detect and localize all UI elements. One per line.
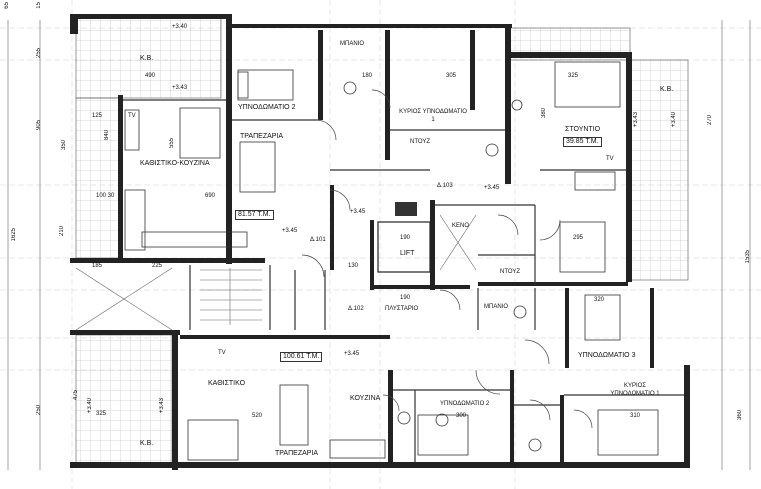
dim-270: 270: [707, 115, 713, 126]
room-label-living-kitchen-top: ΚΑΘΙΣΤΙΚΟ-ΚΟΥΖΙΝΑ: [140, 160, 210, 167]
room-label-laundry: ΠΛΥΣΤΑΡΙΟ: [385, 306, 419, 312]
dim-310: 310: [630, 413, 641, 419]
level-marker-345-d: +3.45: [344, 351, 360, 357]
balcony-bottom-left: [75, 334, 173, 464]
dim-225: 225: [152, 263, 163, 269]
dim-top-5: 350: [61, 140, 67, 151]
level-marker-340-top: +3.40: [172, 24, 188, 30]
level-marker-345-c: +3.45: [484, 185, 500, 191]
room-label-dining-top: ΤΡΑΠΕΖΑΡΙΑ: [240, 133, 284, 140]
dim-130: 130: [348, 263, 359, 269]
room-label-master-bedroom1-top: ΚΥΡΙΟΣ ΥΠΝΟΔΩΜΑΤΙΟ 1: [399, 109, 467, 123]
room-label-kb-top-left: K.B.: [140, 55, 154, 62]
level-marker-343-left: +3.43: [159, 398, 165, 414]
dim-380: 380: [541, 108, 547, 119]
dim-325-bottom: 325: [96, 411, 107, 417]
dim-555: 555: [169, 138, 175, 149]
dim-325-top: 325: [568, 73, 579, 79]
dim-210: 210: [59, 226, 65, 237]
room-label-living-bottom: ΚΑΘΙΣΤΙΚΟ: [208, 380, 246, 387]
level-marker-345-a: +3.45: [282, 228, 298, 234]
dim-top-2: 255: [36, 48, 42, 59]
room-label-bathroom-mid: ΜΠΑΝΙΟ: [484, 304, 508, 310]
dim-top-4: 905: [36, 120, 42, 131]
tv-marker-studio: TV: [606, 156, 614, 162]
room-label-kitchen-bottom: ΚΟΥΖΙΝΑ: [350, 395, 381, 402]
dim-690: 690: [205, 193, 216, 199]
dim-490: 490: [145, 73, 156, 79]
room-label-dining-bottom: ΤΡΑΠΕΖΑΡΙΑ: [275, 450, 319, 457]
room-label-studio: ΣΤΟΥΝΤΙΟ: [565, 126, 601, 133]
marker-d103: Δ.103: [437, 183, 453, 189]
room-label-master-bedroom1-bottom: ΚΥΡΙΟΣ ΥΠΝΟΔΩΜΑΤΙΟ 1: [610, 383, 660, 397]
level-marker-343-right: +3.43: [633, 112, 639, 128]
room-label-bedroom2-top: ΥΠΝΟΔΩΜΑΤΙΟ 2: [238, 104, 296, 111]
dim-top-0: 65: [4, 2, 10, 9]
area-bottom-apartment: 100.61 T.M.: [280, 352, 323, 362]
level-marker-340-right: +3.40: [671, 112, 677, 128]
dim-315: 320: [594, 297, 605, 303]
level-marker-343-top: +3.43: [172, 85, 188, 91]
dim-180: 180: [362, 73, 373, 79]
room-label-lift: LIFT: [400, 250, 415, 257]
dim-295: 295: [573, 235, 584, 241]
dim-475: 475: [73, 390, 79, 401]
marker-d101: Δ.101: [310, 237, 326, 243]
area-studio: 39.85 T.M.: [563, 137, 602, 147]
dim-125: 125: [92, 113, 103, 119]
room-label-kb-right: K.B.: [660, 86, 674, 93]
dim-190-a: 190: [400, 235, 411, 241]
room-label-void: KENO: [452, 223, 470, 229]
dim-305: 305: [446, 73, 457, 79]
room-label-shower-mid: ΝΤΟΥΖ: [500, 269, 521, 275]
dim-840: 840: [104, 130, 110, 141]
room-label-kb-bottom-left: K.B.: [140, 440, 154, 447]
room-label-bathroom-top: ΜΠΑΝΙΟ: [340, 41, 364, 47]
dim-top-1: 15: [36, 2, 42, 9]
dim-520: 520: [252, 413, 263, 419]
level-marker-340-left: +3.40: [87, 398, 93, 414]
dim-190-b: 190: [400, 295, 411, 301]
dim-185: 185: [92, 263, 103, 269]
room-label-bedroom3: ΥΠΝΟΔΩΜΑΤΙΟ 3: [578, 352, 636, 359]
balcony-top-left: [75, 17, 222, 99]
marker-d102: Δ.102: [348, 306, 364, 312]
dim-100-30: 100 30: [96, 193, 115, 199]
dim-300: 300: [456, 413, 467, 419]
tv-marker-top: TV: [128, 113, 136, 119]
tv-marker-bottom: TV: [218, 350, 226, 356]
room-label-shower-top: ΝΤΟΥΖ: [410, 139, 431, 145]
dim-1625: 1625: [11, 228, 17, 242]
room-label-bedroom2-bottom: ΥΠΝΟΔΩΜΑΤΙΟ 2: [440, 401, 490, 407]
dim-1535: 1535: [745, 250, 751, 264]
level-marker-345-b: +3.45: [350, 209, 366, 215]
lift-shaft: [377, 221, 431, 273]
dim-360: 360: [737, 410, 743, 421]
dim-250: 250: [36, 405, 42, 416]
area-top-apartment: 81.57 T.M.: [235, 210, 274, 220]
